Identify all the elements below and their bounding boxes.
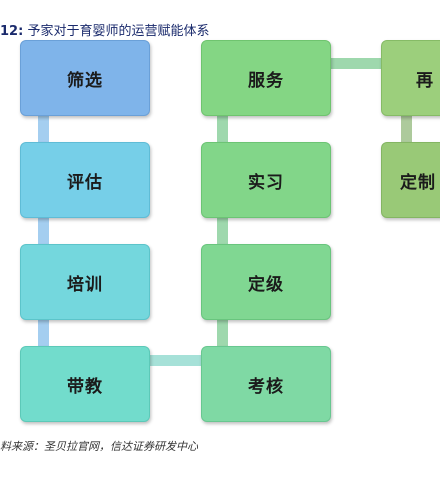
- step-assessment-box: 考核: [201, 346, 331, 422]
- step-grading-box: 定级: [201, 244, 331, 320]
- step-screen-label: 筛选: [67, 70, 103, 91]
- step-evaluate-box: 评估: [20, 142, 150, 218]
- step-mentor-box: 带教: [20, 346, 150, 422]
- step-internship-label: 实习: [248, 172, 284, 193]
- step-custom-box: 定制: [381, 142, 440, 218]
- step-re-box: 再: [381, 40, 440, 116]
- figure-title-text: 予家对于育婴师的运营赋能体系: [27, 24, 210, 39]
- step-service-box: 服务: [201, 40, 331, 116]
- step-assessment-label: 考核: [248, 376, 284, 397]
- step-re-label: 再: [416, 70, 434, 91]
- step-internship-box: 实习: [201, 142, 331, 218]
- step-mentor-label: 带教: [67, 376, 103, 397]
- step-screen-box: 筛选: [20, 40, 150, 116]
- step-train-label: 培训: [67, 274, 103, 295]
- step-grading-label: 定级: [248, 274, 284, 295]
- step-evaluate-label: 评估: [67, 172, 103, 193]
- step-train-box: 培训: [20, 244, 150, 320]
- step-custom-label: 定制: [400, 172, 436, 193]
- figure-number: 12:: [0, 24, 24, 39]
- figure-title: 12: 予家对于育婴师的运营赋能体系: [0, 20, 440, 40]
- step-service-label: 服务: [248, 70, 284, 91]
- source-note: 料来源：圣贝拉官网，信达证券研发中心: [0, 440, 198, 453]
